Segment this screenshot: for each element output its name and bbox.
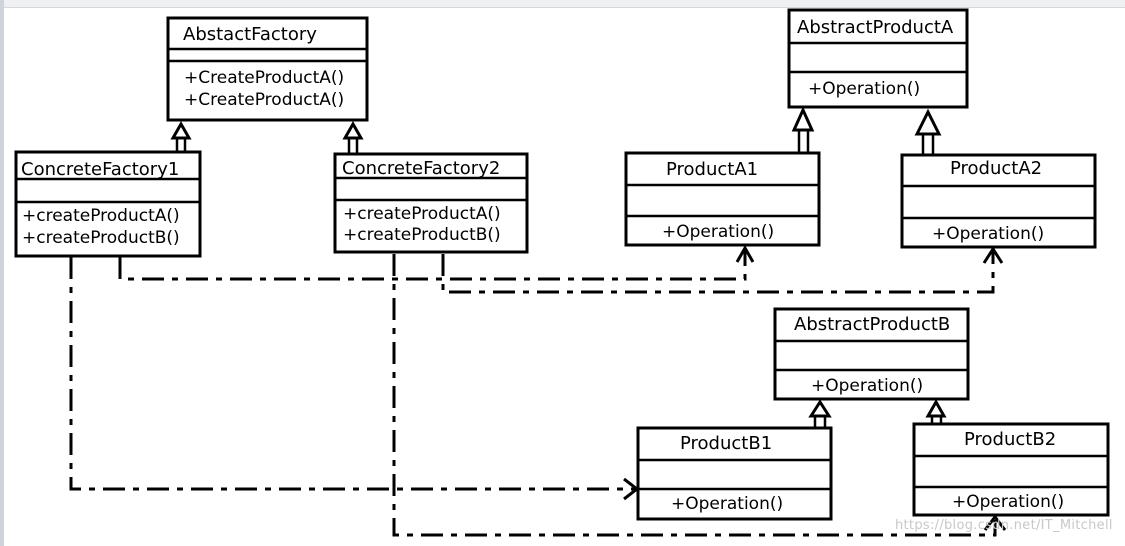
class-name: ProductA1: [666, 159, 758, 180]
arrowhead-producta2: [982, 246, 1004, 264]
class-abstactfactory: AbstactFactory +CreateProductA() +Create…: [166, 16, 369, 122]
class-name: ConcreteFactory2: [342, 158, 500, 179]
class-concretefactory2: ConcreteFactory2 +createProductA() +crea…: [333, 152, 529, 254]
class-operation: +Operation(): [671, 494, 783, 514]
class-name: AbstactFactory: [183, 24, 317, 45]
inheritance-cf2-to-abstactfactory: [342, 120, 364, 154]
class-abstractproductb: AbstractProductB +Operation(): [773, 307, 970, 401]
inheritance-productb1-to-abstractproductb: [808, 399, 832, 428]
class-productb1: ProductB1 +Operation(): [636, 426, 833, 521]
dependency-cf2-to-producta2: [441, 251, 995, 294]
class-operation: +createProductB(): [343, 225, 501, 245]
dependency-cf1-to-producta1: [118, 250, 747, 281]
class-operation: +Operation(): [952, 492, 1064, 512]
class-name: AbstractProductA: [797, 17, 954, 38]
inheritance-productb2-to-abstractproductb: [925, 398, 947, 424]
window-top-bar: [0, 0, 1125, 8]
class-operation: +createProductA(): [343, 204, 501, 224]
window-left-edge: [0, 0, 4, 546]
inheritance-producta1-to-abstractproducta: [791, 106, 815, 153]
watermark-text: https://blog.csdn.net/IT_Mitchell: [895, 518, 1113, 533]
class-operation: +createProductB(): [22, 228, 180, 248]
class-operation: +Operation(): [662, 222, 774, 242]
class-operation: +createProductA(): [22, 206, 180, 226]
class-name: ProductB2: [964, 429, 1056, 450]
inheritance-producta2-to-abstractproducta: [914, 108, 942, 155]
class-name: ProductA2: [950, 158, 1042, 179]
class-productb2: ProductB2 +Operation(): [912, 422, 1110, 517]
class-operation: +CreateProductA(): [184, 90, 344, 110]
class-operation: +Operation(): [932, 224, 1044, 244]
inheritance-arrows: [170, 106, 947, 428]
class-concretefactory1: ConcreteFactory1 +createProductA() +crea…: [14, 150, 202, 258]
dependency-cf2-to-productb2: [392, 254, 997, 537]
arrowhead-producta1: [735, 244, 755, 263]
class-operation: +Operation(): [808, 79, 920, 99]
arrowhead-productb2: [983, 514, 1007, 531]
class-name: ConcreteFactory1: [21, 159, 179, 180]
dependency-cf1-to-productb1: [69, 257, 635, 491]
inheritance-cf1-to-abstactfactory: [170, 120, 192, 152]
class-operation: +Operation(): [811, 376, 923, 396]
class-producta1: ProductA1 +Operation(): [624, 151, 821, 247]
class-abstractproducta: AbstractProductA +Operation(): [787, 8, 969, 109]
class-operation: +CreateProductA(): [184, 68, 344, 88]
arrowhead-productb1: [623, 477, 640, 501]
class-name: ProductB1: [680, 433, 772, 454]
class-name: AbstractProductB: [794, 314, 950, 335]
class-producta2: ProductA2 +Operation(): [900, 153, 1097, 249]
dependency-lines: [69, 244, 1007, 537]
